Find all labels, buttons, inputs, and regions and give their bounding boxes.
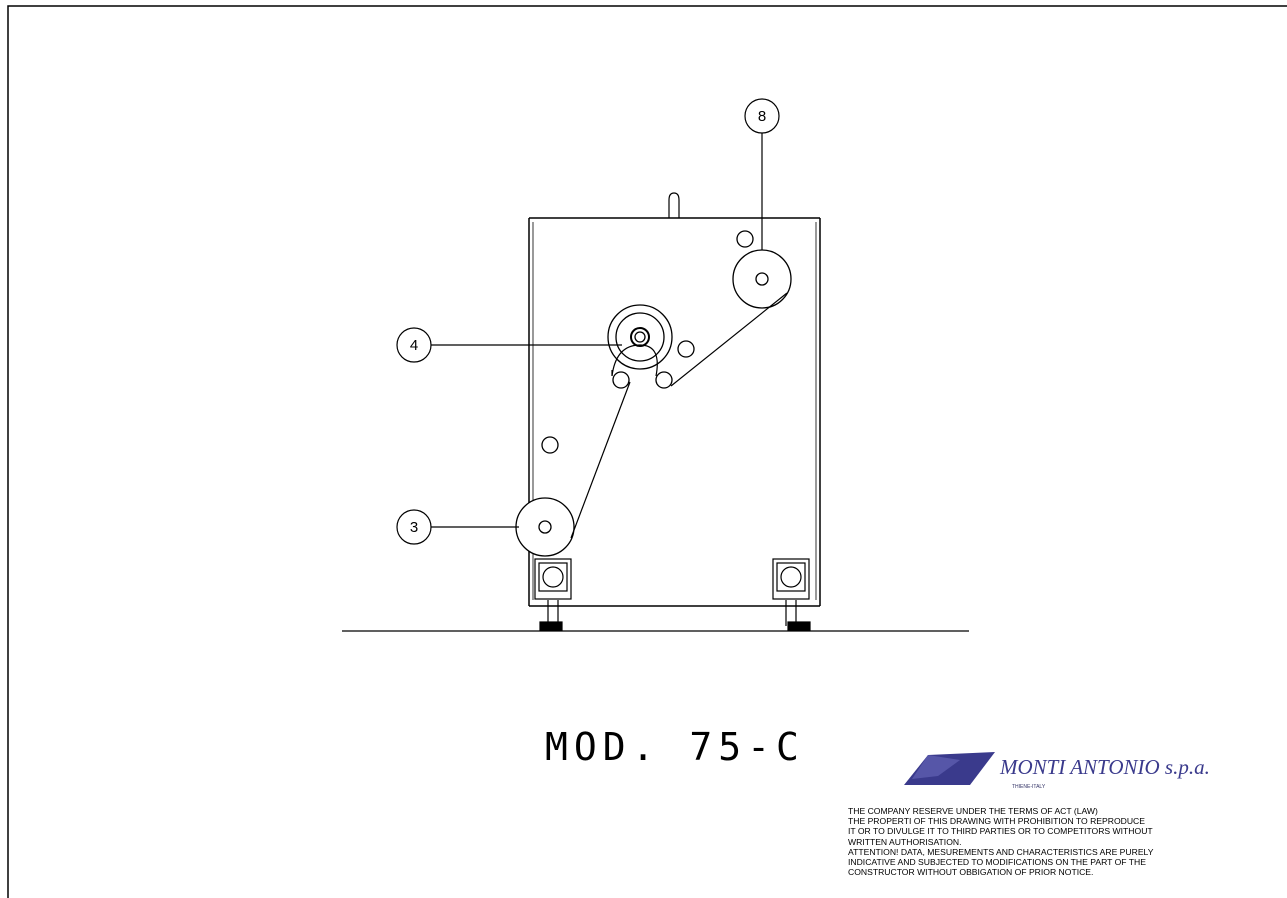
company-name: MONTI ANTONIO s.p.a.: [999, 755, 1210, 779]
callout-3: 3: [396, 509, 519, 545]
sheet-border: [7, 5, 1287, 898]
company-logo: MONTI ANTONIO s.p.a. THIENE-ITALY: [904, 752, 1210, 790]
notice-line: ATTENTION! DATA, MESUREMENTS AND CHARACT…: [848, 846, 1154, 857]
callout-4: 4: [396, 327, 622, 363]
roller-guide-right: [655, 371, 673, 389]
callout-4-label: 4: [410, 337, 418, 354]
roller-lower-left: [541, 436, 559, 454]
central-drum-4: [607, 304, 673, 370]
model-label: MOD. 75-C: [545, 725, 805, 769]
reel-8: [732, 249, 792, 309]
foot-right: [772, 558, 811, 631]
company-sub: THIENE-ITALY: [1012, 784, 1046, 790]
legal-notice: THE COMPANY RESERVE UNDER THE TERMS OF A…: [848, 806, 1248, 877]
callout-3-label: 3: [410, 519, 418, 536]
lifting-hook: [668, 192, 680, 218]
notice-line: CONSTRUCTOR WITHOUT OBBIGATION OF PRIOR …: [848, 867, 1094, 878]
web-path: [570, 292, 788, 539]
roller-guide-left: [612, 371, 630, 389]
roller-upper-right: [736, 230, 754, 248]
notice-line: INDICATIVE AND SUBJECTED TO MODIFICATION…: [848, 857, 1146, 868]
notice-line: WRITTEN AUTHORISATION.: [848, 836, 962, 847]
callout-8-label: 8: [758, 108, 766, 125]
machine-frame: [528, 217, 821, 607]
notice-line: THE PROPERTI OF THIS DRAWING WITH PROHIB…: [848, 816, 1145, 827]
foot-left: [534, 558, 572, 631]
roller-group: [541, 230, 754, 454]
roller-mid-right: [677, 340, 695, 358]
notice-line: THE COMPANY RESERVE UNDER THE TERMS OF A…: [848, 806, 1098, 816]
reel-3: [515, 497, 575, 557]
notice-line: IT OR TO DIVULGE IT TO THIRD PARTIES OR …: [848, 826, 1153, 837]
callout-8: 8: [744, 98, 780, 250]
